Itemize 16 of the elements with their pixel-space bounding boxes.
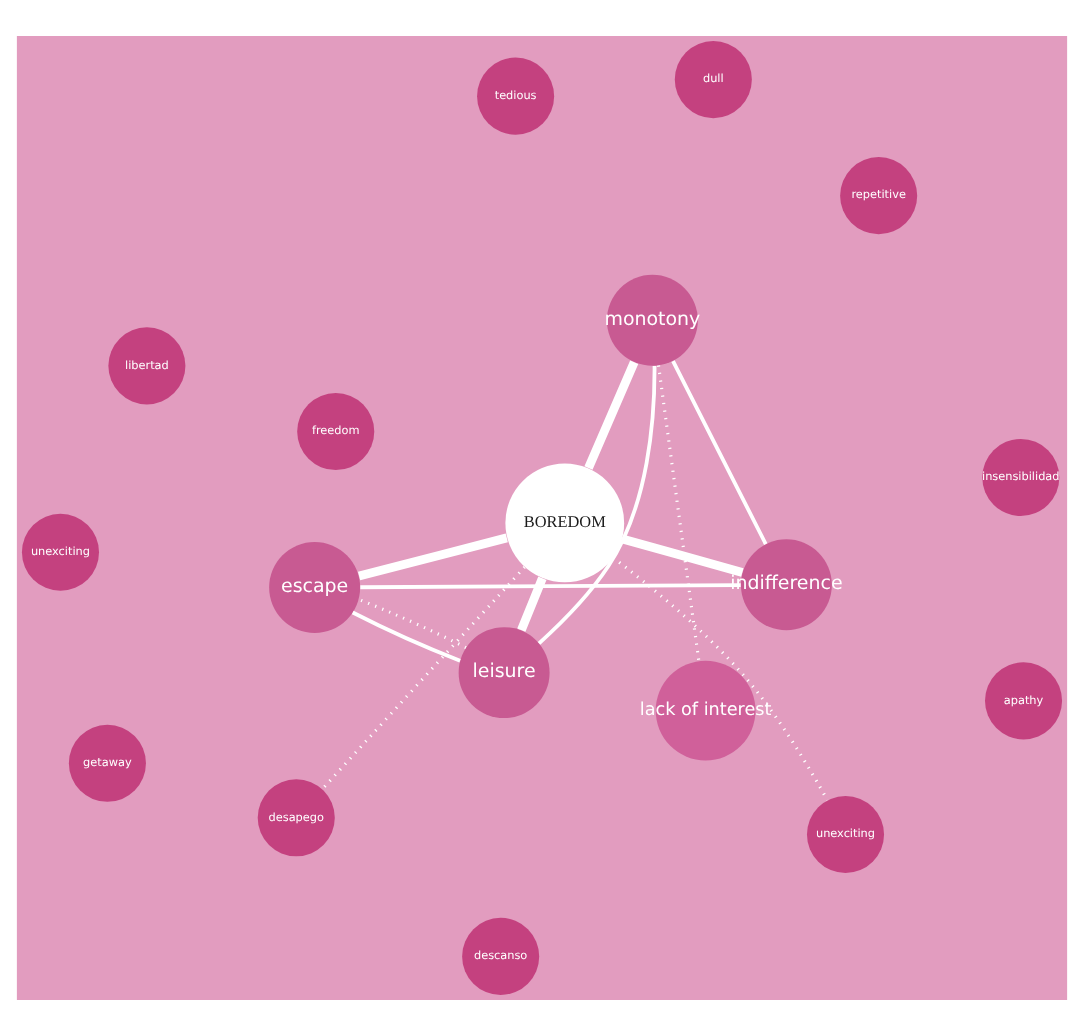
node-circle: escape <box>269 542 361 633</box>
connector <box>357 533 508 581</box>
node-label: lack of interest <box>639 701 772 722</box>
connector <box>360 583 741 590</box>
connector <box>584 360 639 470</box>
connector <box>321 566 526 791</box>
connector <box>671 360 768 545</box>
connector <box>612 556 829 801</box>
connector <box>656 365 701 662</box>
connector <box>621 534 744 577</box>
connector <box>517 576 547 632</box>
connector <box>537 365 657 645</box>
node-circle: leisure <box>458 627 550 719</box>
connector <box>358 597 467 650</box>
node-circle: monotony <box>606 274 698 366</box>
connector <box>351 610 461 663</box>
